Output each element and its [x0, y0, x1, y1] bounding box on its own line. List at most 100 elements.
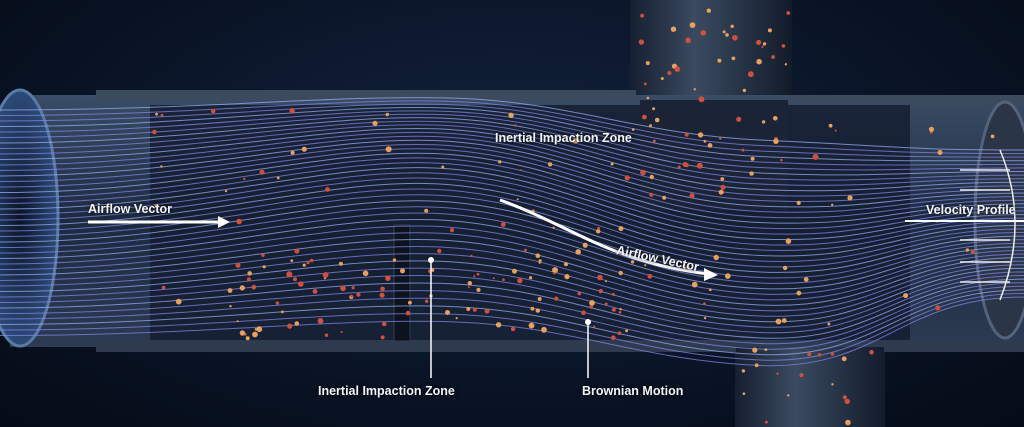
- particle: [761, 45, 764, 48]
- particle: [286, 271, 293, 278]
- particle: [697, 132, 704, 138]
- particle: [652, 107, 656, 111]
- particle: [298, 281, 304, 287]
- streamline: [0, 139, 1024, 208]
- particle: [796, 200, 801, 205]
- particle: [437, 248, 442, 254]
- particle: [725, 33, 729, 37]
- particle: [937, 150, 943, 155]
- particle: [517, 277, 523, 284]
- particle: [324, 333, 329, 337]
- particle: [624, 175, 630, 181]
- streamline: [0, 296, 1024, 367]
- particle: [708, 288, 712, 292]
- particle: [541, 326, 547, 333]
- particle: [689, 22, 696, 28]
- streamline: [0, 157, 1024, 230]
- particle: [619, 308, 622, 311]
- leader-dot-brownian: [585, 319, 591, 325]
- particle: [535, 308, 540, 313]
- particle: [424, 208, 429, 213]
- particle: [236, 320, 239, 323]
- streamline: [0, 167, 1024, 241]
- particle: [776, 372, 779, 375]
- particle: [719, 137, 722, 140]
- particle: [229, 305, 232, 308]
- particle: [652, 139, 656, 143]
- particle: [552, 226, 555, 229]
- particle: [301, 146, 307, 152]
- streamline: [0, 292, 1024, 361]
- particle: [302, 263, 306, 267]
- streamline: [0, 282, 1024, 345]
- particle: [287, 323, 293, 329]
- particle: [312, 289, 318, 294]
- particle: [379, 292, 385, 298]
- particle: [256, 326, 263, 333]
- particle: [473, 275, 476, 278]
- particle: [618, 226, 624, 232]
- particle: [476, 272, 480, 276]
- particle: [356, 292, 361, 297]
- particle: [577, 291, 582, 296]
- particle: [472, 307, 477, 312]
- streamline: [0, 177, 1024, 251]
- particle: [552, 267, 558, 274]
- particle: [741, 148, 745, 152]
- particle: [492, 277, 495, 280]
- particle: [155, 112, 159, 116]
- particle: [380, 286, 385, 292]
- particle: [773, 116, 778, 121]
- particle: [831, 383, 834, 386]
- particle: [831, 203, 834, 206]
- particle: [610, 162, 614, 166]
- particle: [340, 285, 346, 292]
- particle: [990, 134, 995, 139]
- streamline: [0, 148, 1024, 219]
- particle: [817, 353, 822, 357]
- particle: [243, 177, 246, 181]
- particle: [640, 13, 644, 18]
- particle: [796, 290, 802, 296]
- particle: [245, 336, 250, 341]
- particle: [742, 392, 746, 396]
- particle: [466, 307, 471, 311]
- particle: [764, 348, 768, 351]
- particle: [667, 71, 672, 75]
- particle: [685, 37, 691, 44]
- particle: [725, 273, 731, 279]
- streamline: [0, 127, 1024, 192]
- particle: [752, 347, 758, 353]
- particle: [682, 263, 686, 267]
- particle: [625, 329, 629, 333]
- particle: [604, 280, 607, 283]
- particle: [445, 310, 450, 315]
- particle: [350, 294, 353, 298]
- particle: [289, 108, 295, 114]
- particle: [251, 284, 257, 290]
- particle: [781, 318, 787, 323]
- particle: [677, 165, 681, 169]
- particle: [782, 265, 788, 271]
- particle: [730, 24, 734, 28]
- particle: [470, 254, 473, 258]
- particle: [224, 189, 228, 193]
- streamline: [0, 124, 1024, 186]
- particle: [514, 124, 517, 127]
- particle: [631, 128, 635, 131]
- particle: [468, 286, 470, 289]
- particle: [239, 330, 246, 336]
- particle: [236, 218, 242, 225]
- particle: [642, 114, 647, 120]
- particle: [731, 56, 736, 61]
- particle: [290, 259, 294, 262]
- streamline: [0, 100, 1024, 155]
- particle: [935, 305, 941, 311]
- particle: [392, 258, 397, 262]
- particle: [799, 373, 804, 378]
- label-velocity-profile: Velocity Profile: [926, 203, 1016, 217]
- particle: [767, 28, 772, 33]
- streamline: [0, 117, 1024, 176]
- streamline: [0, 182, 1024, 257]
